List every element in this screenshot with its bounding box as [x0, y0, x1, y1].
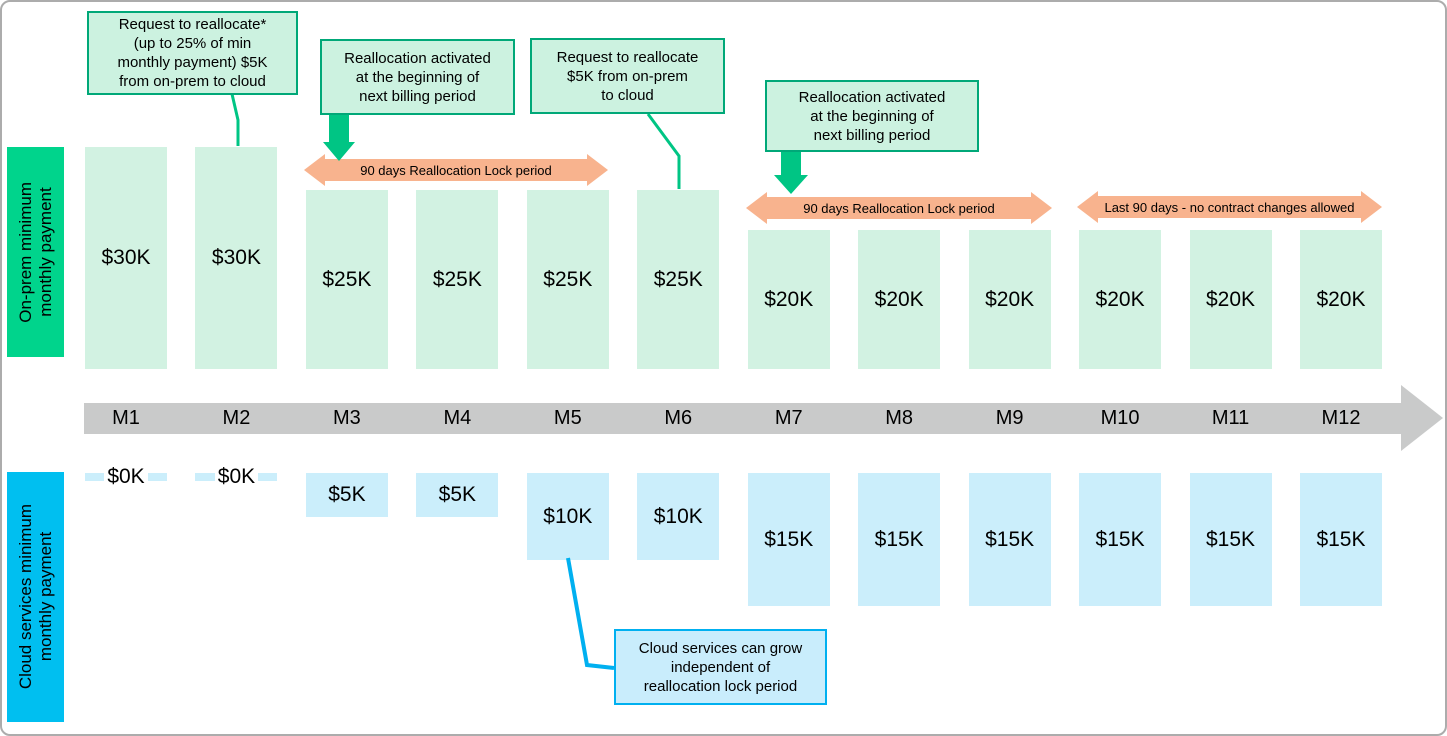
onprem-bar-value: $20K — [985, 287, 1035, 311]
timeline-months: M1 M2 M3 M4 M5 M6 M7 M8 M9 M10 M11 M12 — [85, 403, 1382, 434]
lock-period-arrow-2: 90 days Reallocation Lock period — [746, 192, 1052, 224]
month-label-m7: M7 — [774, 407, 803, 429]
cloud-bar-m3: $5K — [305, 473, 388, 517]
onprem-bar-m11: $20K — [1189, 230, 1272, 369]
cloud-bar-m12: $15K — [1299, 473, 1382, 606]
timeline-axis — [84, 403, 1402, 434]
onprem-bar-m5: $25K — [526, 190, 609, 369]
onprem-bar-value: $30K — [211, 246, 261, 269]
onprem-bar-m3: $25K — [305, 190, 388, 369]
month-label-m11: M11 — [1211, 407, 1250, 429]
cloud-row-label: Cloud services minimum monthly payment — [7, 472, 64, 722]
month-label-m12: M12 — [1321, 407, 1361, 429]
onprem-bar-value: $25K — [653, 267, 703, 291]
arrow-right-head-icon — [1361, 191, 1382, 223]
onprem-bar-m8: $20K — [858, 230, 941, 369]
lock-period-2-label: 90 days Reallocation Lock period — [766, 197, 1032, 219]
cloud-bar-value: $10K — [653, 504, 703, 528]
connector-request1-to-m2 — [230, 93, 240, 146]
onprem-bar-value: $30K — [101, 246, 151, 269]
callout-cloud-growth: Cloud services can grow independent of r… — [614, 629, 827, 705]
arrow-right-head-icon — [587, 154, 608, 186]
cloud-bar-m1: $0K — [85, 465, 167, 489]
onprem-bar-value: $25K — [322, 267, 372, 291]
month-label-m3: M3 — [333, 407, 361, 429]
onprem-bar-value: $20K — [764, 287, 814, 311]
onprem-bar-value: $25K — [432, 267, 482, 291]
onprem-bar-value: $20K — [874, 287, 924, 311]
month-label-m4: M4 — [443, 407, 472, 429]
cloud-bar-value: $15K — [1095, 527, 1145, 551]
last-90-days-arrow: Last 90 days - no contract changes allow… — [1077, 191, 1382, 223]
onprem-bar-m6: $25K — [637, 190, 720, 369]
cloud-bar-m4: $5K — [416, 473, 499, 517]
month-label-m8: M8 — [885, 407, 914, 429]
arrow-right-head-icon — [1031, 192, 1052, 224]
cloud-bar-value: $10K — [543, 504, 593, 528]
month-label-m10: M10 — [1100, 407, 1140, 429]
onprem-row-label-text: On-prem minimum monthly payment — [15, 181, 55, 323]
cloud-bar-value: $15K — [1206, 527, 1256, 551]
callout-reallocation-activated-1: Reallocation activated at the beginning … — [320, 39, 515, 115]
cloud-bar-value: $15K — [1316, 527, 1366, 551]
cloud-bar-value: $0K — [214, 465, 259, 489]
onprem-bar-m12: $20K — [1299, 230, 1382, 369]
onprem-bar-m2: $30K — [195, 147, 278, 369]
cloud-bar-value: $15K — [985, 527, 1035, 551]
cloud-bar-value: $15K — [874, 527, 924, 551]
cloud-bar-value: $0K — [104, 465, 148, 489]
onprem-bar-m7: $20K — [747, 230, 830, 369]
month-label-m2: M2 — [222, 407, 251, 429]
month-label-m6: M6 — [664, 407, 693, 429]
cloud-row-label-text: Cloud services minimum monthly payment — [15, 504, 55, 690]
callout-reallocation-activated-2: Reallocation activated at the beginning … — [765, 80, 979, 152]
onprem-bar-value: $25K — [543, 267, 593, 291]
cloud-bar-m5: $10K — [526, 473, 609, 560]
cloud-bar-m9: $15K — [968, 473, 1051, 606]
onprem-bar-m4: $25K — [416, 190, 499, 369]
arrow-left-head-icon — [1077, 191, 1098, 223]
onprem-bar-row: $30K $30K $25K $25K $25K $25K $20K $20K … — [85, 147, 1382, 369]
cloud-bar-m8: $15K — [858, 473, 941, 606]
cloud-bar-value: $15K — [764, 527, 814, 551]
cloud-bar-m10: $15K — [1079, 473, 1162, 606]
cloud-bar-m7: $15K — [747, 473, 830, 606]
month-label-m5: M5 — [553, 407, 582, 429]
month-label-m1: M1 — [112, 407, 140, 429]
arrow-left-head-icon — [746, 192, 767, 224]
month-label-m9: M9 — [995, 407, 1024, 429]
onprem-bar-value: $20K — [1316, 287, 1366, 311]
onprem-bar-value: $20K — [1206, 287, 1256, 311]
onprem-bar-m10: $20K — [1079, 230, 1162, 369]
lock-period-arrow-1: 90 days Reallocation Lock period — [304, 154, 608, 186]
onprem-bar-value: $20K — [1095, 287, 1145, 311]
cloud-bar-m6: $10K — [637, 473, 720, 560]
cloud-bar-value: $5K — [328, 483, 366, 506]
lock-period-1-label: 90 days Reallocation Lock period — [324, 159, 588, 181]
cloud-bar-m11: $15K — [1189, 473, 1272, 606]
cloud-bar-row: $0K $0K $5K $5K $10K $10K $15K $15K $15K… — [85, 465, 1382, 606]
timeline-arrowhead-icon — [1401, 385, 1443, 451]
cloud-bar-m2: $0K — [195, 465, 278, 489]
arrow-left-head-icon — [304, 154, 325, 186]
onprem-row-label: On-prem minimum monthly payment — [7, 147, 64, 357]
cloud-bar-value: $5K — [438, 483, 477, 506]
last-90-days-label: Last 90 days - no contract changes allow… — [1097, 196, 1362, 218]
callout-request-reallocate-2: Request to reallocate $5K from on-prem t… — [530, 38, 725, 114]
onprem-bar-m9: $20K — [968, 230, 1051, 369]
onprem-bar-m1: $30K — [85, 147, 167, 369]
callout-request-reallocate-1: Request to reallocate* (up to 25% of min… — [87, 11, 298, 95]
